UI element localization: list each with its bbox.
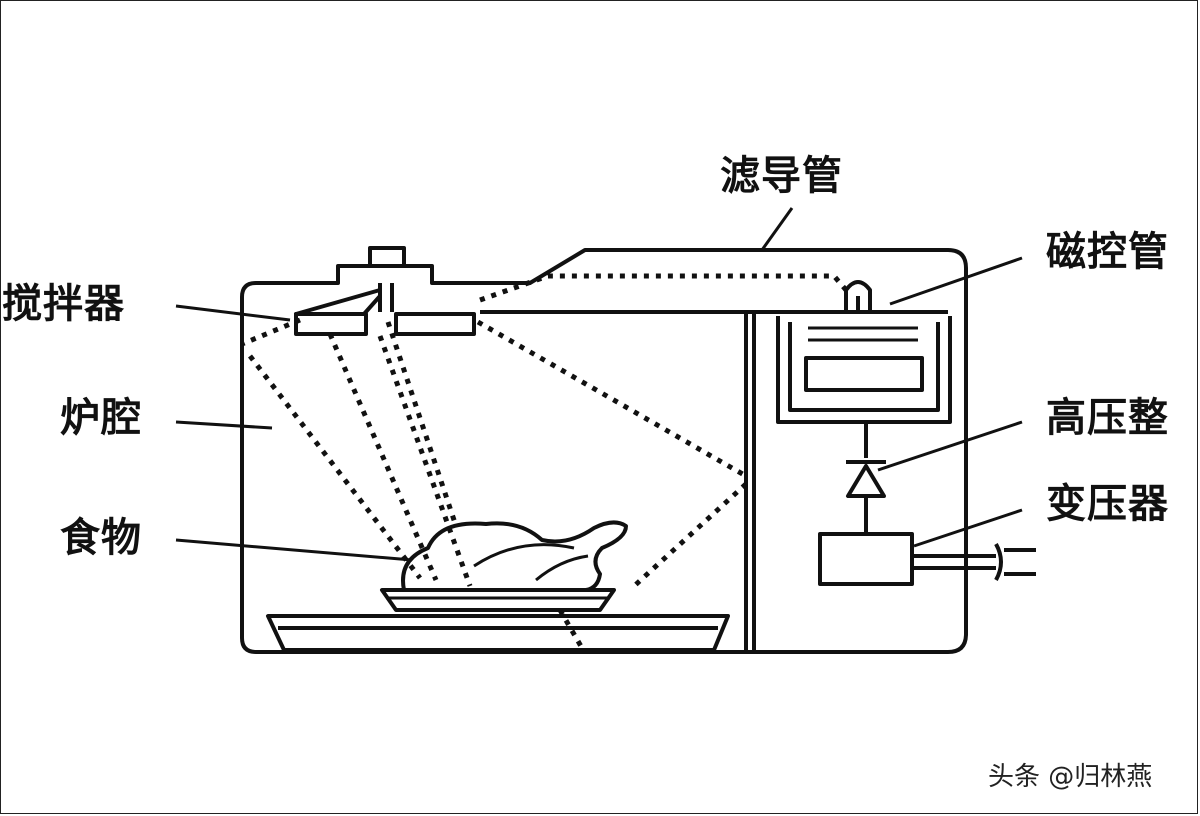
wave-ray-7 xyxy=(377,335,473,587)
leader-waveguide xyxy=(760,207,794,251)
label-transformer: 变压器 xyxy=(1046,481,1169,527)
stirrer-blade-left xyxy=(294,288,382,316)
turntable xyxy=(266,614,730,652)
label-magnetron: 磁控管 xyxy=(1046,229,1169,275)
wave-ray-1 xyxy=(241,317,301,347)
label-cavity: 炉腔 xyxy=(60,395,142,441)
power-plug xyxy=(994,543,1003,581)
leader-rectifier xyxy=(877,420,1023,472)
wave-ray-3 xyxy=(327,333,439,581)
label-waveguide: 滤导管 xyxy=(720,153,843,199)
magnetron-housing xyxy=(776,316,952,424)
label-rectifier: 高压整 xyxy=(1046,395,1169,441)
watermark: 头条 @归林燕 xyxy=(988,762,1153,792)
wave-ray-5 xyxy=(476,319,748,479)
leader-food xyxy=(175,538,413,562)
magnetron-body xyxy=(804,356,924,392)
food-outline xyxy=(401,520,628,592)
wave-ray-4 xyxy=(385,321,459,527)
leader-magnetron xyxy=(889,256,1023,306)
wave-ray-8 xyxy=(557,608,585,650)
label-food: 食物 xyxy=(60,515,142,561)
transformer-box xyxy=(818,532,914,586)
leader-cavity xyxy=(175,420,273,430)
leader-transformer xyxy=(913,508,1023,548)
wave-ray-6 xyxy=(630,482,748,590)
wave-ray-2 xyxy=(248,354,422,580)
wave-waveguide xyxy=(479,273,848,303)
oven-casing xyxy=(240,248,968,654)
leader-stirrer xyxy=(175,304,291,322)
stirrer-motor xyxy=(368,246,406,268)
label-stirrer: 搅拌器 xyxy=(2,281,125,327)
food-plate xyxy=(380,588,616,612)
